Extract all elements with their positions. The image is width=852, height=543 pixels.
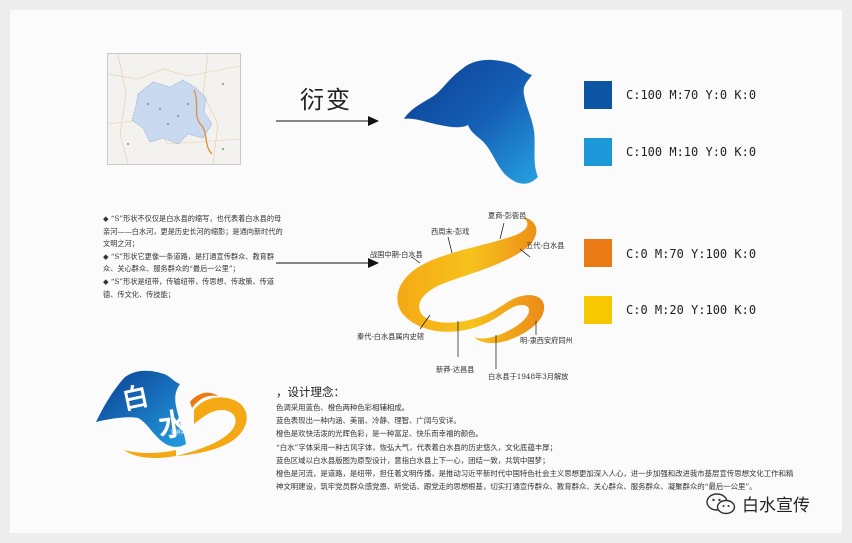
map-illustration bbox=[108, 54, 240, 164]
blue-county-shape bbox=[404, 59, 538, 184]
annotation-xia-shang: 夏商-彭衙邑 bbox=[488, 211, 527, 220]
logo-subtitle-center: 文明实践中心 bbox=[170, 430, 202, 436]
s-shape-arrow bbox=[276, 258, 379, 268]
cmyk-label-light-blue: C:100 M:10 Y:0 K:0 bbox=[626, 145, 757, 159]
cmyk-label-orange: C:0 M:70 Y:100 K:0 bbox=[626, 247, 757, 261]
design-line: 色调采用蓝色、橙色两种色彩相辅相成。 bbox=[276, 403, 410, 412]
swatch-yellow bbox=[584, 296, 612, 324]
cmyk-label-dark-blue: C:100 M:70 Y:0 K:0 bbox=[626, 88, 757, 102]
annotation-xin-mang: 新莽-达昌县 bbox=[436, 365, 475, 374]
logo-subtitle-new-era: 新时代 bbox=[176, 422, 193, 428]
design-concept: ，设计理念： 色调采用蓝色、橙色两种色彩相辅相成。 蓝色表现出一种内涵、美丽、冷… bbox=[276, 384, 796, 493]
bullet-item: ◆ “S”形状它更像一条道路，是打通宣传群众、教育群众、关心群众、服务群众的“最… bbox=[103, 251, 275, 274]
annotation-ming: 明-隶西安府同州 bbox=[520, 336, 573, 345]
wechat-watermark: 白水宣传 bbox=[706, 491, 810, 516]
design-line: 橙色是欢快活泼的光辉色彩，是一种富足、快乐而幸福的颜色。 bbox=[276, 429, 483, 439]
bullet-item: ◆ “S”形状不仅仅是白水县的缩写，也代表着白水县的母亲河——白水河，更是历史长… bbox=[103, 214, 283, 249]
swatch-light-blue bbox=[584, 138, 612, 166]
design-line: “白水”字体采用一种古风字体，恢弘大气，代表着白水县的历史悠久，文化底蕴丰厚； bbox=[276, 442, 558, 452]
watermark-text: 白水宣传 bbox=[742, 496, 810, 516]
design-line: 橙色是河流，是道路，是纽带，担任着文明传播，是推动习近平新时代中国特色社会主义思… bbox=[276, 469, 794, 492]
civilization-center-logo bbox=[96, 370, 247, 458]
bullet-item: ◆ “S”形状是纽带，传输纽带，传思想、传政策、传道德、传文化、传技能； bbox=[103, 276, 275, 299]
swatch-orange bbox=[584, 239, 612, 267]
wechat-icon bbox=[706, 492, 736, 514]
evolve-arrow bbox=[276, 116, 379, 126]
s-shape-description: ◆ “S”形状不仅仅是白水县的缩写，也代表着白水县的母亲河——白水河，更是历史长… bbox=[103, 213, 283, 301]
design-concept-title: ，设计理念： bbox=[276, 385, 345, 399]
design-line: 蓝色区域以白水县版图为原型设计，意指白水县上下一心，团结一致，共筑中国梦； bbox=[276, 455, 550, 465]
design-line: 蓝色表现出一种内涵、美丽、冷静、理智、广阔与安详。 bbox=[276, 416, 461, 426]
cmyk-label-yellow: C:0 M:20 Y:100 K:0 bbox=[626, 303, 757, 317]
annotation-warring-states: 战国中期-白水县 bbox=[370, 250, 423, 259]
s-ribbon-diagram bbox=[397, 217, 545, 369]
annotation-qin: 秦代-白水县属内史辖 bbox=[357, 332, 425, 341]
annotation-five-dynasties: 五代-白水县 bbox=[526, 241, 565, 250]
county-map-thumbnail bbox=[107, 53, 241, 165]
annotation-liberation: 白水县于1948年3月解放 bbox=[488, 372, 569, 381]
swatch-dark-blue bbox=[584, 81, 612, 109]
evolve-label: 衍变 bbox=[300, 86, 352, 114]
annotation-western-zhou: 西周末-彭戏 bbox=[431, 227, 470, 236]
